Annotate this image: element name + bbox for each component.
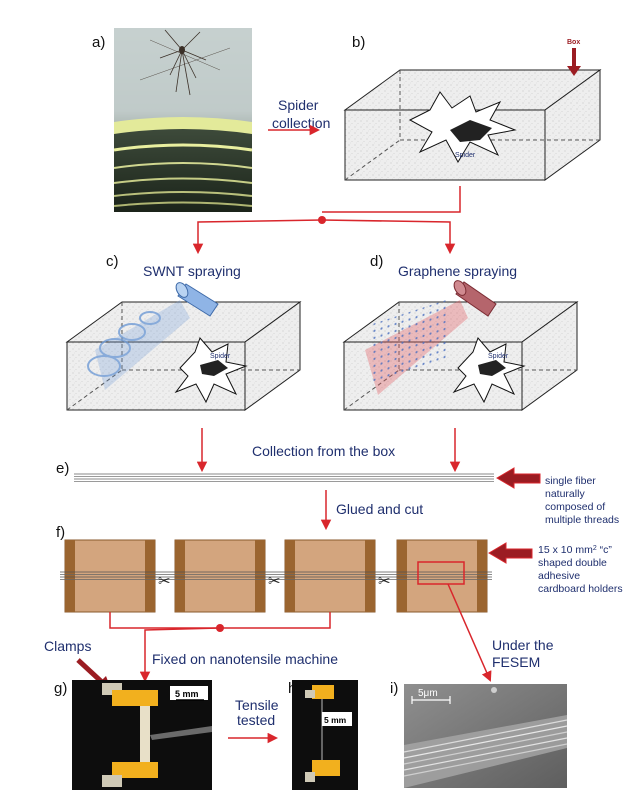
panel-label-e: e)	[56, 460, 69, 477]
scale-bar-g-label: 5 mm	[175, 689, 199, 699]
panel-label-a: a)	[92, 34, 105, 51]
scale-bar-h-label: 5 mm	[324, 715, 347, 725]
panel-label-b: b)	[352, 34, 365, 51]
scissors-icon: ✂	[158, 573, 171, 590]
photo-g-clamped-sample: 5 mm	[72, 680, 212, 790]
holder-note-1: 15 x 10 mm2 “c”	[538, 544, 612, 556]
glued-fiber-threads	[60, 571, 492, 580]
holder-note-2: shaped double	[538, 557, 607, 569]
tensile-label-1: Tensile	[235, 697, 279, 713]
spider-label-d: Spider	[488, 353, 509, 360]
arrow-to-c	[192, 219, 323, 255]
fesem-label: FESEM	[492, 654, 540, 670]
fesem-image: 5μm	[403, 684, 568, 788]
swnt-spray-can	[175, 282, 219, 317]
collection-from-box-label: Collection from the box	[252, 443, 395, 459]
graphene-spray-can	[453, 280, 497, 317]
glued-and-cut-label: Glued and cut	[336, 501, 423, 517]
holder-note-3: adhesive	[538, 570, 580, 582]
panel-label-c: c)	[106, 253, 119, 270]
tensile-label-2: tested	[237, 712, 275, 728]
box-label: Box	[567, 39, 580, 46]
graphene-spraying-label: Graphene spraying	[398, 263, 517, 279]
holder-note-4: cardboard holders	[538, 583, 623, 595]
spider-collection-label-1: Spider	[278, 97, 319, 113]
arrow-to-g	[139, 627, 221, 683]
graphene-spray-cone	[365, 299, 468, 395]
swnt-spray-cone	[87, 300, 190, 390]
spider-label-c: Spider	[210, 353, 231, 360]
box-c: Spider	[65, 282, 302, 411]
spider-photo	[113, 28, 253, 212]
box-b: Spider	[343, 69, 602, 181]
fiber-threads	[74, 473, 494, 482]
scale-bar-i-label: 5μm	[418, 688, 438, 699]
fiber-note-4: multiple threads	[545, 514, 619, 526]
spider-label-b: Spider	[455, 152, 476, 159]
fesem-region-marker	[417, 561, 465, 585]
panel-label-f: f)	[56, 524, 65, 541]
split-line-b	[322, 186, 461, 213]
under-the-label: Under the	[492, 637, 554, 653]
panel-label-i: i)	[390, 680, 398, 697]
scissors-icon: ✂	[378, 573, 391, 590]
photo-h-tested-sample: 5 mm	[292, 680, 358, 790]
arrow-to-d	[321, 219, 456, 255]
box-pointer-head	[567, 66, 581, 76]
spider-collection-label-2: collection	[272, 115, 330, 131]
arrow-to-fesem	[447, 583, 492, 682]
swnt-spraying-label: SWNT spraying	[143, 263, 241, 279]
holder-pointer-arrow	[488, 542, 533, 564]
clamps-label: Clamps	[44, 638, 91, 654]
panel-label-d: d)	[370, 253, 383, 270]
fixed-on-machine-label: Fixed on nanotensile machine	[152, 651, 338, 667]
scissors-icon: ✂	[268, 573, 281, 590]
box-d: Spider	[342, 280, 579, 411]
panel-label-g: g)	[54, 680, 67, 697]
fiber-note-2: naturally	[545, 488, 585, 500]
cardboard-holders	[64, 539, 488, 613]
fiber-note-3: composed of	[545, 501, 605, 513]
fiber-pointer-arrow	[496, 467, 541, 489]
fiber-note-1: single fiber	[545, 475, 596, 487]
